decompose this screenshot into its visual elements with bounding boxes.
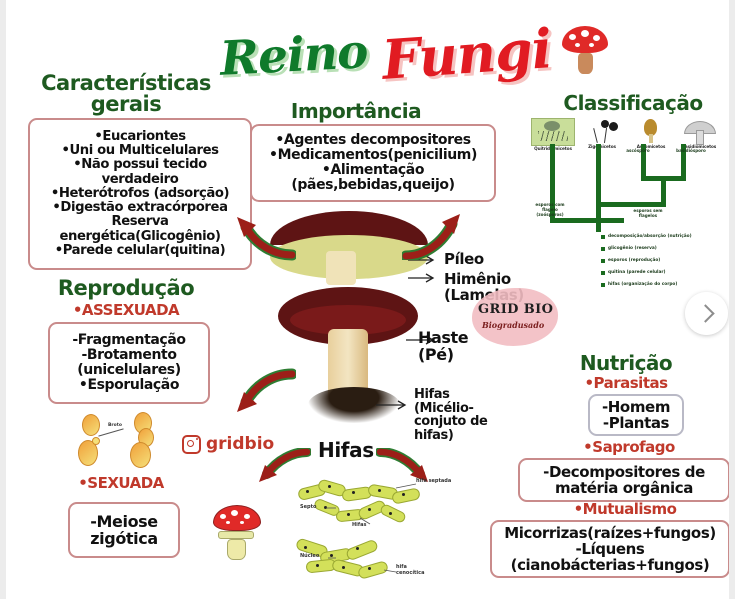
box-mutualismo: Micorrizas(raízes+fungos) -Líquens (cian… — [490, 520, 729, 578]
next-slide-button[interactable] — [685, 292, 728, 335]
box-parasitas: -Homem -Plantas — [588, 394, 684, 436]
clado-trait-3: quitina (parede celular) — [601, 270, 666, 275]
arrow-to-importancia — [402, 214, 460, 260]
group-icon-basidiomicetos: Basidiomicetos — [674, 118, 724, 149]
subheading-mutualismo: •Mutualismo — [560, 500, 690, 519]
title-word-fungi: Fungi — [379, 16, 554, 92]
label-haste: Haste (Pé) — [418, 328, 469, 364]
box-caracteristicas-gerais: •Eucariontes •Uni ou Multicelulares •Não… — [28, 118, 252, 270]
arrow-to-caracteristicas — [237, 217, 296, 261]
instagram-icon — [182, 434, 201, 454]
group-label-basidiomicetos: Basidiomicetos — [681, 144, 717, 149]
heading-classificacao: Classificação — [550, 90, 716, 116]
box-assexuada: -Fragmentação -Brotamento (unicelulares)… — [48, 322, 210, 404]
hyphae-label-septada: hifa septada — [416, 478, 452, 484]
clado-node-basidiosporo: basidiósporo — [676, 148, 706, 153]
chevron-right-icon — [695, 304, 715, 323]
stamp-blob — [472, 288, 558, 346]
heading-caracteristicas-gerais: Características gerais — [28, 72, 224, 116]
heading-reproducao: Reprodução — [46, 275, 206, 301]
hyphae-diagram: hifa septada Septo Hifas Núcleo hifa cen… — [292, 472, 472, 594]
classificacao-cladogram: Quitridiomicetos Zigomicetos Ascomicetos — [528, 118, 724, 343]
mutualismo-text: Micorrizas(raízes+fungos) -Líquens (cian… — [504, 523, 716, 575]
subheading-parasitas: •Parasitas — [568, 374, 684, 393]
hyphae-label-nucleo: Núcleo — [300, 553, 320, 559]
stamp-line1: GRID BIO — [478, 302, 554, 317]
heading-nutricao: Nutrição — [560, 350, 692, 375]
saprofago-text: -Decompositores de matéria orgânica — [543, 462, 705, 497]
grid-bio-stamp: GRID BIO Biogradusado — [472, 288, 558, 346]
label-pileo: Píleo — [444, 250, 484, 268]
clado-trait-4: hifas (organização do corpo) — [600, 282, 678, 287]
clado-trait-1: glicogênio (reserva) — [601, 246, 657, 251]
title-mushroom-icon — [562, 26, 608, 74]
yeast-broto-label: Broto — [108, 423, 122, 428]
group-label-zigomicetos: Zigomicetos — [588, 144, 616, 149]
subheading-saprofago: •Saprofago — [568, 438, 690, 457]
hyphae-label-septo: Septo — [300, 504, 317, 510]
group-icon-zigomicetos: Zigomicetos — [577, 118, 627, 149]
subheading-sexuada: •SEXUADA — [58, 473, 184, 493]
arrow-to-reproducao — [237, 368, 296, 412]
decorative-mushroom-icon — [213, 505, 261, 560]
assexuada-list: -Fragmentação -Brotamento (unicelulares)… — [72, 331, 186, 394]
clado-trait-0: decomposição/absorção (nutrição) — [601, 234, 692, 239]
clado-node-esporos-sem-flagelo: esporos sem flagelos — [633, 208, 663, 219]
stamp-line2: Biogradusado — [482, 320, 545, 330]
hyphae-label-hifas: Hifas — [352, 522, 367, 528]
yeast-budding-diagram: Broto — [68, 412, 176, 474]
subheading-assexuada: •ASSEXUADA — [58, 301, 194, 320]
importancia-list: •Agentes decompositores •Medicamentos(pe… — [269, 131, 477, 194]
box-importancia: •Agentes decompositores •Medicamentos(pe… — [250, 124, 496, 202]
sexuada-text: -Meiose zigótica — [90, 511, 158, 548]
title-word-reino: Reino — [218, 24, 369, 87]
caracteristicas-list: •Eucariontes •Uni ou Multicelulares •Não… — [50, 128, 230, 258]
arrow-hifas-right — [376, 448, 428, 482]
group-label-ascomicetos: Ascomicetos — [636, 144, 666, 149]
hyphae-label-cenocitica: hifa cenocítica — [396, 564, 425, 577]
box-saprofago: -Decompositores de matéria orgânica — [518, 458, 729, 502]
box-sexuada: -Meiose zigótica — [68, 502, 180, 558]
page-title: Reino Fungi — [214, 16, 604, 92]
label-hifas-micelio: Hifas (Micélio- conjuto de hifas) — [414, 387, 488, 443]
watermark-gridbio: gridbio — [182, 434, 274, 454]
clado-trait-2: esporos (reprodução) — [600, 258, 661, 263]
arrow-hifas-left — [259, 448, 311, 482]
hifas-pointer-line — [376, 400, 407, 410]
clado-node-ascosporo: ascósporo — [626, 148, 650, 153]
mushroom-pointer-lines — [406, 255, 435, 345]
clado-node-zoosporos: esporos com flagelo (zoósporos) — [535, 202, 565, 218]
parasitas-list: -Homem -Plantas — [601, 397, 671, 432]
watermark-handle: gridbio — [206, 434, 275, 454]
heading-importancia: Importância — [278, 98, 434, 124]
label-hifas-title: Hifas — [318, 438, 374, 462]
group-icon-ascomicetos: Ascomicetos — [626, 118, 676, 149]
